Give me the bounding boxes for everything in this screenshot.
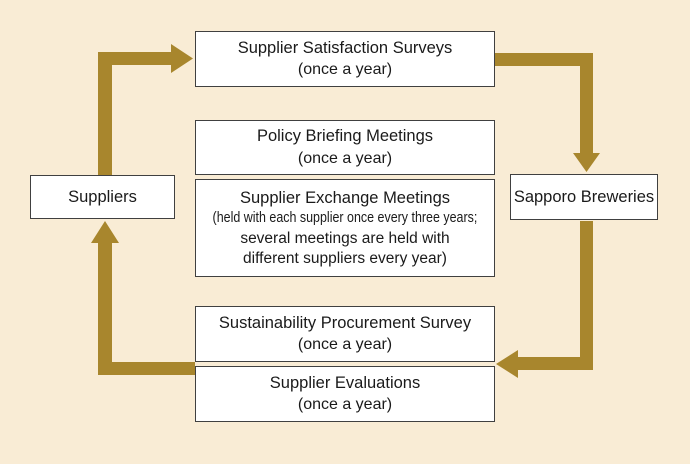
sapporo-breweries-label: Sapporo Breweries [513,187,655,206]
policy-briefing-title: Policy Briefing Meetings [256,127,434,146]
policy-briefing-frequency: (once a year) [297,149,393,167]
exchange-meetings-note-line-3: different suppliers every year) [243,249,447,267]
supplier-evaluations-title: Supplier Evaluations [269,373,421,392]
suppliers-label: Suppliers [68,187,137,206]
procurement-survey-frequency: (once a year) [297,336,393,354]
supplier-evaluations-frequency: (once a year) [297,396,393,414]
node-policy-briefing-meetings: Policy Briefing Meetings (once a year) [195,120,495,175]
node-supplier-exchange-meetings: Supplier Exchange Meetings (held with ea… [195,179,495,277]
arrow-suppliers-to-satisfaction-surveys [98,44,193,175]
node-sustainability-procurement-survey: Sustainability Procurement Survey (once … [195,306,495,362]
satisfaction-surveys-frequency: (once a year) [297,61,393,79]
satisfaction-surveys-title: Supplier Satisfaction Surveys [237,38,453,57]
node-supplier-evaluations: Supplier Evaluations (once a year) [195,366,495,422]
node-suppliers: Suppliers [30,175,175,219]
arrow-surveys-evaluations-to-suppliers [91,221,195,375]
exchange-meetings-note-line-1: (held with each supplier once every thre… [212,210,478,227]
arrow-satisfaction-surveys-to-sapporo-breweries [495,53,600,172]
exchange-meetings-title: Supplier Exchange Meetings [239,188,451,207]
exchange-meetings-note-line-2: several meetings are held with [240,229,450,247]
procurement-survey-title: Sustainability Procurement Survey [218,313,472,332]
node-supplier-satisfaction-surveys: Supplier Satisfaction Surveys (once a ye… [195,31,495,87]
node-sapporo-breweries: Sapporo Breweries [510,174,658,220]
arrow-sapporo-breweries-to-surveys-evaluations [496,221,593,378]
